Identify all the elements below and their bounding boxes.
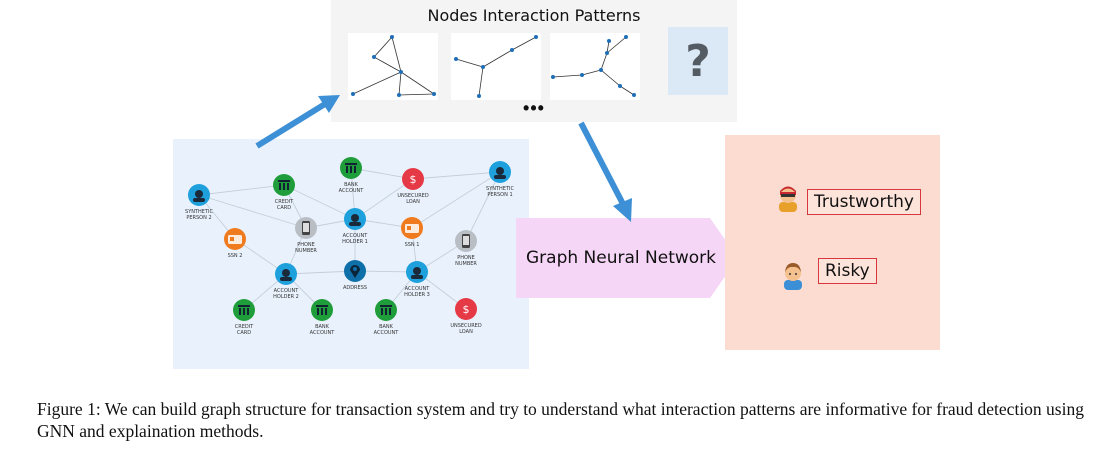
graph-node-label: UNSECURED (397, 193, 429, 199)
graph-node-label: CARD (237, 330, 251, 336)
graph-edge (465, 171, 501, 242)
graph-node-label: CREDIT (235, 324, 254, 330)
pattern-thumbnail-3 (550, 33, 640, 100)
graph-node-label: ADDRESS (343, 285, 367, 291)
graph-node-label: BANK (344, 182, 359, 188)
graph-node-label: UNSECURED (450, 323, 482, 329)
node-glyph (411, 267, 423, 279)
gnn-label: Graph Neural Network (525, 248, 716, 268)
prediction-panel: Trustworthy Risky (725, 135, 940, 350)
node-glyph (280, 269, 292, 281)
graph-node-label: ACCOUNT (339, 188, 365, 194)
graph-node-label: HOLDER 3 (404, 292, 430, 298)
graph-node-label: SYNTHETIC (185, 209, 213, 215)
pattern-thumbnail-1 (348, 33, 438, 100)
graph-edge (283, 184, 356, 220)
arrow-patterns-to-gnn (578, 121, 632, 222)
node-glyph (380, 305, 392, 315)
graph-edge (285, 270, 356, 275)
graph-node-label: LOAN (406, 199, 420, 205)
pattern-thumbnail-2 (451, 33, 541, 100)
graph-node-label: PERSON 2 (186, 215, 211, 221)
node-glyph (193, 190, 205, 202)
graph-node-label: SSN 1 (405, 242, 420, 248)
unknown-pattern-box: ? (668, 27, 728, 95)
graph-edge (412, 171, 501, 180)
graph-node-label: HOLDER 2 (273, 294, 299, 300)
interaction-patterns-panel: Nodes Interaction Patterns (331, 0, 737, 122)
node-glyph (316, 305, 328, 315)
graph-node-label: PHONE (297, 242, 315, 248)
more-patterns-ellipsis: ••• (523, 98, 545, 118)
graph-node-label: ACCOUNT (310, 330, 336, 336)
graph-edge (411, 171, 501, 229)
node-glyph (349, 214, 361, 226)
arrow-graph-to-patterns (255, 95, 340, 149)
patterns-title: Nodes Interaction Patterns (427, 6, 641, 25)
graph-node-label: NUMBER (295, 248, 317, 254)
graph-node-label: ACCOUNT (274, 288, 300, 294)
graph-node-address: ADDRESS (343, 260, 367, 291)
gnn-shape (516, 218, 738, 298)
node-glyph (462, 234, 470, 248)
node-glyph (345, 163, 357, 173)
graph-node-label: HOLDER 1 (342, 239, 368, 245)
node-glyph: $ (463, 303, 470, 316)
node-glyph (228, 235, 242, 244)
graph-node-label: BANK (379, 324, 394, 330)
node-glyph (350, 265, 360, 278)
trustworthy-label: Trustworthy (807, 189, 921, 215)
gnn-box (516, 218, 738, 298)
risky-avatar-icon (784, 263, 802, 290)
trustworthy-avatar-icon (779, 186, 797, 212)
graph-node-ssn-2: SSN 2 (224, 228, 246, 259)
graph-node-ssn-1: SSN 1 (401, 217, 423, 248)
graph-node-label: ACCOUNT (374, 330, 400, 336)
graph-node-label: PHONE (457, 255, 475, 261)
money-bag-icon (455, 298, 477, 320)
graph-node-label: NUMBER (455, 261, 477, 267)
graph-node-label: SSN 2 (228, 253, 243, 259)
graph-node-label: BANK (315, 324, 330, 330)
graph-node-label: CARD (277, 205, 291, 211)
money-bag-icon (402, 168, 424, 190)
svg-text:$: $ (410, 173, 417, 186)
graph-node-label: SYNTHETIC (486, 186, 514, 192)
graph-edge (198, 194, 307, 229)
graph-node-label: ACCOUNT (405, 286, 431, 292)
graph-node-label: ACCOUNT (343, 233, 369, 239)
graph-edge (198, 184, 285, 196)
svg-text:$: $ (463, 303, 470, 316)
graph-node-label: LOAN (459, 329, 473, 335)
node-glyph (302, 221, 310, 235)
node-glyph (238, 305, 250, 315)
graph-node-label: CREDIT (275, 199, 294, 205)
node-glyph (494, 167, 506, 179)
graph-node-label: PERSON 1 (487, 192, 512, 198)
figure-caption: Figure 1: We can build graph structure f… (37, 399, 1084, 441)
node-glyph (278, 180, 290, 190)
node-glyph: $ (410, 173, 417, 186)
graph-edge (354, 178, 414, 220)
risky-label: Risky (818, 258, 877, 284)
node-glyph (405, 224, 419, 233)
